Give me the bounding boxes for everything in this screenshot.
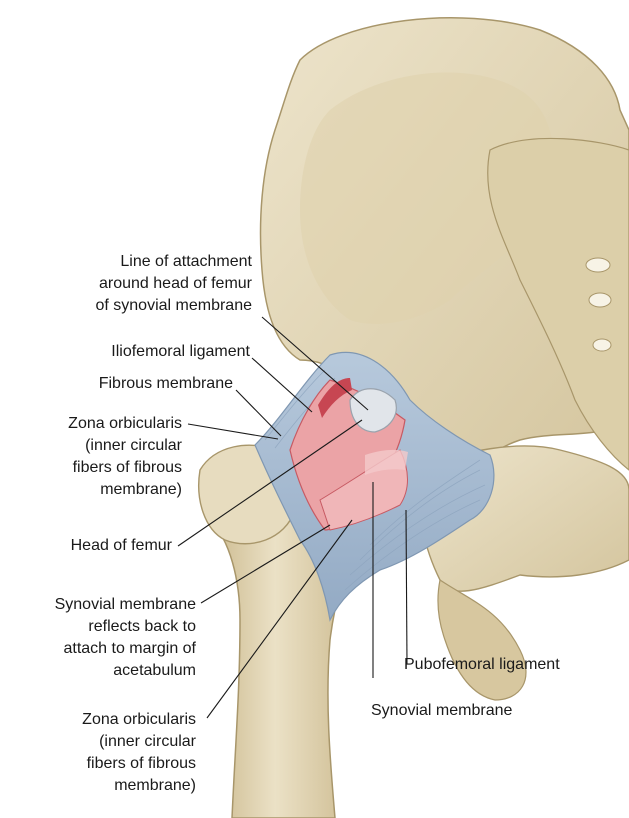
- label-synovial-reflects-3: attach to margin of: [0, 638, 196, 660]
- label-line-of-attachment-3: of synovial membrane: [40, 295, 252, 317]
- label-zona-lower-3: fibers of fibrous: [10, 753, 196, 775]
- sacral-foramen: [586, 258, 610, 272]
- label-zona-upper-4: membrane): [0, 479, 182, 501]
- label-zona-lower-4: membrane): [10, 775, 196, 797]
- label-zona-upper-2: (inner circular: [0, 435, 182, 457]
- label-head-of-femur-text: Head of femur: [20, 535, 172, 557]
- label-zona-orbicularis-lower: Zona orbicularis (inner circular fibers …: [10, 709, 196, 797]
- ischial-tuberosity: [438, 580, 526, 700]
- leader-line-zona-upper: [188, 424, 278, 439]
- label-fibrous-membrane: Fibrous membrane: [40, 373, 233, 395]
- label-synovial-membrane: Synovial membrane: [371, 700, 571, 722]
- label-zona-orbicularis-upper: Zona orbicularis (inner circular fibers …: [0, 413, 182, 501]
- label-line-of-attachment-1: Line of attachment: [40, 251, 252, 273]
- label-zona-lower-1: Zona orbicularis: [10, 709, 196, 731]
- label-synovial-reflects-4: acetabulum: [0, 660, 196, 682]
- label-synovial-reflects: Synovial membrane reflects back to attac…: [0, 594, 196, 682]
- label-zona-upper-1: Zona orbicularis: [0, 413, 182, 435]
- sacral-foramen: [593, 339, 611, 351]
- label-pubofemoral-text: Pubofemoral ligament: [404, 654, 614, 676]
- label-line-of-attachment: Line of attachment around head of femur …: [40, 251, 252, 317]
- label-iliofemoral-text: Iliofemoral ligament: [40, 341, 250, 363]
- label-head-of-femur: Head of femur: [20, 535, 172, 557]
- label-pubofemoral-ligament: Pubofemoral ligament: [404, 654, 614, 676]
- label-fibrous-membrane-text: Fibrous membrane: [40, 373, 233, 395]
- label-line-of-attachment-2: around head of femur: [40, 273, 252, 295]
- label-synovial-membrane-text: Synovial membrane: [371, 700, 571, 722]
- sacral-foramen: [589, 293, 611, 307]
- label-iliofemoral-ligament: Iliofemoral ligament: [40, 341, 250, 363]
- label-zona-upper-3: fibers of fibrous: [0, 457, 182, 479]
- label-synovial-reflects-1: Synovial membrane: [0, 594, 196, 616]
- label-synovial-reflects-2: reflects back to: [0, 616, 196, 638]
- leader-line-fibrous: [236, 390, 281, 436]
- leader-line-iliofemoral: [252, 358, 312, 412]
- label-zona-lower-2: (inner circular: [10, 731, 196, 753]
